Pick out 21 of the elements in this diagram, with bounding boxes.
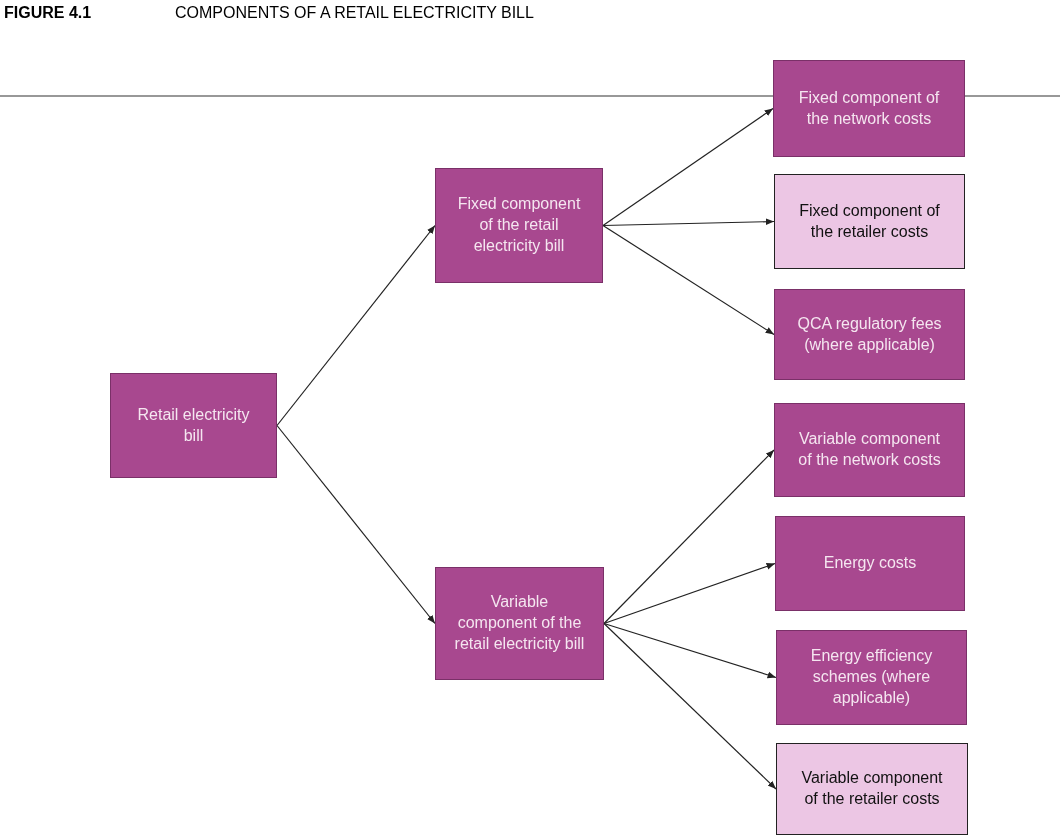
arrow (603, 622, 777, 790)
process-box: Fixed component of the retailer costs (774, 174, 965, 269)
process-box: Variable component of the retailer costs (776, 743, 968, 835)
process-box: Variable component of the retail electricity bill (435, 567, 604, 680)
process-box: Fixed component of the retail electricity bill (435, 168, 603, 283)
arrow (603, 449, 775, 625)
process-box: Retail electricity bill (110, 373, 277, 478)
process-box: Energy efficiency schemes (where applicable) (776, 630, 967, 725)
arrow (602, 107, 774, 227)
arrow (603, 622, 777, 679)
arrow (602, 218, 775, 227)
arrow (603, 562, 776, 625)
process-box: QCA regulatory fees (where applicable) (774, 289, 965, 380)
process-box: Energy costs (775, 516, 965, 611)
arrow (602, 224, 775, 336)
process-box: Fixed component of the network costs (773, 60, 965, 157)
arrow (276, 224, 436, 427)
process-box: Variable component of the network costs (774, 403, 965, 497)
arrow (276, 424, 436, 625)
figure-title: COMPONENTS OF A RETAIL ELECTRICITY BILL (175, 4, 534, 22)
figure-number: FIGURE 4.1 (4, 4, 92, 22)
